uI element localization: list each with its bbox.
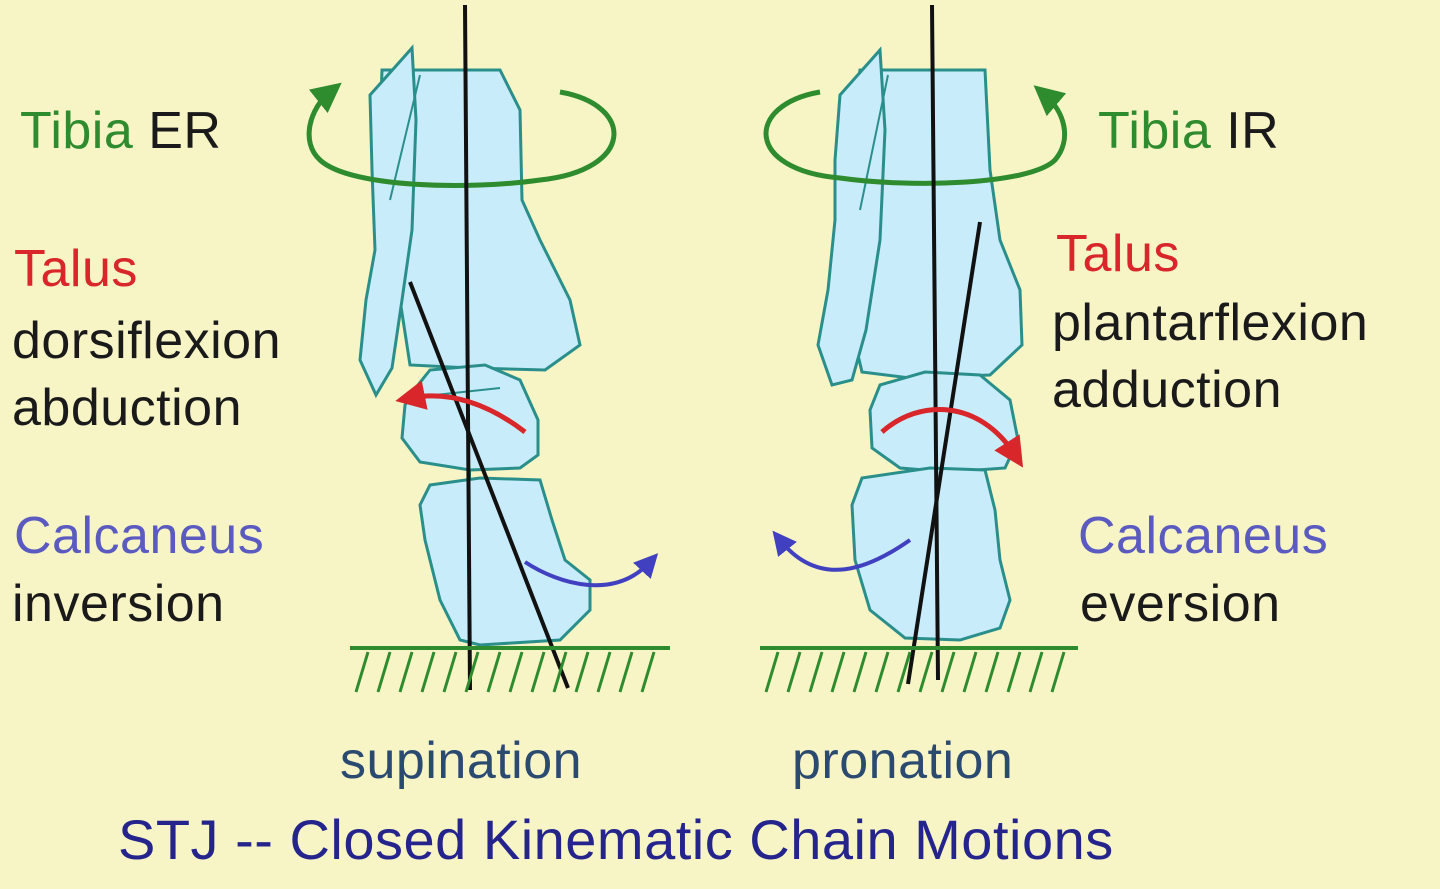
right-ground	[760, 646, 1078, 693]
right-calcaneus-bone	[850, 466, 1012, 642]
right-ankle	[760, 4, 1078, 693]
right-tibia-motion: IR	[1226, 102, 1280, 160]
left-tibia-rotation-arrow	[306, 82, 617, 188]
right-calcaneus-word: Calcaneus	[1078, 507, 1329, 565]
right-caption-pronation: pronation	[792, 732, 1014, 790]
right-talus-arrow	[880, 406, 1024, 468]
right-calcaneus-motion: eversion	[1080, 575, 1281, 633]
right-tibia-word: Tibia	[1098, 102, 1212, 160]
left-calcaneus-motion: inversion	[12, 575, 225, 633]
right-oblique-axis-line	[906, 221, 982, 685]
left-calcaneus-bone	[418, 476, 592, 647]
right-tibia-label: Tibia IR	[1098, 105, 1279, 157]
right-talus-word: Talus	[1056, 225, 1180, 283]
right-talus-motion-1: plantarflexion	[1052, 294, 1369, 352]
right-fibula-bone	[816, 46, 887, 387]
left-ankle	[306, 4, 670, 693]
right-talus-motion-2: adduction	[1052, 361, 1283, 419]
diagram-title: STJ -- Closed Kinematic Chain Motions	[118, 808, 1114, 871]
right-calcaneus-arrow	[772, 530, 912, 572]
left-talus-motion-1: dorsiflexion	[12, 312, 282, 370]
right-tibia-rotation-arrow	[763, 85, 1068, 186]
right-talus-bone	[868, 370, 1020, 474]
left-talus-motion-2: abduction	[12, 379, 243, 437]
left-vertical-axis-line	[463, 4, 472, 691]
left-calcaneus-arrow	[523, 553, 659, 588]
left-caption-supination: supination	[340, 732, 583, 790]
left-calcaneus-word: Calcaneus	[14, 507, 265, 565]
left-ground	[350, 646, 670, 693]
right-vertical-axis-line	[930, 4, 940, 681]
left-talus-arrow	[395, 380, 527, 434]
left-tibia-word: Tibia	[20, 102, 134, 160]
left-fibula-bone	[358, 44, 418, 399]
left-oblique-axis-line	[408, 281, 570, 689]
left-tibia-motion: ER	[148, 102, 222, 160]
left-tibia-label: Tibia ER	[20, 105, 221, 157]
left-talus-word: Talus	[14, 240, 138, 298]
